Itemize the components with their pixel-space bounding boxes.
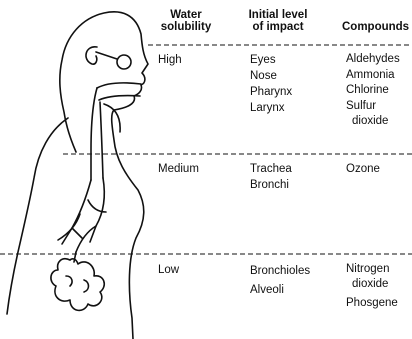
glasses-arm — [96, 52, 117, 59]
header-initial-impact: Initial level of impact — [236, 9, 320, 33]
compound-item: Nitrogen — [346, 262, 398, 277]
solubility-high: High — [158, 52, 182, 68]
pharynx-back — [91, 88, 97, 180]
compound-item: Sulfur — [346, 99, 400, 115]
body-outline — [60, 12, 148, 339]
header-water-solubility: Water solubility — [150, 9, 222, 33]
site-item: Alveoli — [250, 281, 310, 300]
sites-low: Bronchioles Alveoli — [250, 262, 310, 300]
bronchus-branch-b — [76, 226, 96, 252]
compound-item: Phosgene — [346, 296, 398, 311]
site-item: Nose — [250, 68, 292, 84]
compound-item: Ammonia — [346, 68, 400, 84]
compounds-medium: Ozone — [346, 161, 380, 177]
site-item: Bronchioles — [250, 262, 310, 281]
site-item: Pharynx — [250, 84, 292, 100]
compound-item: Chlorine — [346, 83, 400, 99]
sites-medium: Trachea Bronchi — [250, 161, 292, 193]
site-item: Eyes — [250, 52, 292, 68]
ear — [86, 47, 97, 64]
sites-high: Eyes Nose Pharynx Larynx — [250, 52, 292, 116]
compound-item: Ozone — [346, 161, 380, 177]
compound-item: Aldehydes — [346, 52, 400, 68]
eye-lens — [117, 55, 131, 69]
nasal-cavity — [97, 83, 141, 88]
alveoli-cluster — [51, 259, 104, 311]
site-item: Bronchi — [250, 177, 292, 193]
alveoli-inner — [66, 276, 89, 292]
compounds-low: Nitrogen dioxide Phosgene — [346, 262, 398, 311]
trachea-front — [100, 102, 103, 178]
bronchus-branch-d — [72, 228, 82, 238]
compound-item: dioxide — [346, 277, 398, 292]
back-outline — [7, 118, 68, 314]
site-item: Larynx — [250, 100, 292, 116]
header-compounds: Compounds — [342, 21, 409, 33]
solubility-medium: Medium — [158, 161, 199, 177]
solubility-low: Low — [158, 262, 179, 278]
compound-item: dioxide — [346, 114, 400, 130]
site-item: Trachea — [250, 161, 292, 177]
compounds-high: Aldehydes Ammonia Chlorine Sulfur dioxid… — [346, 52, 400, 130]
